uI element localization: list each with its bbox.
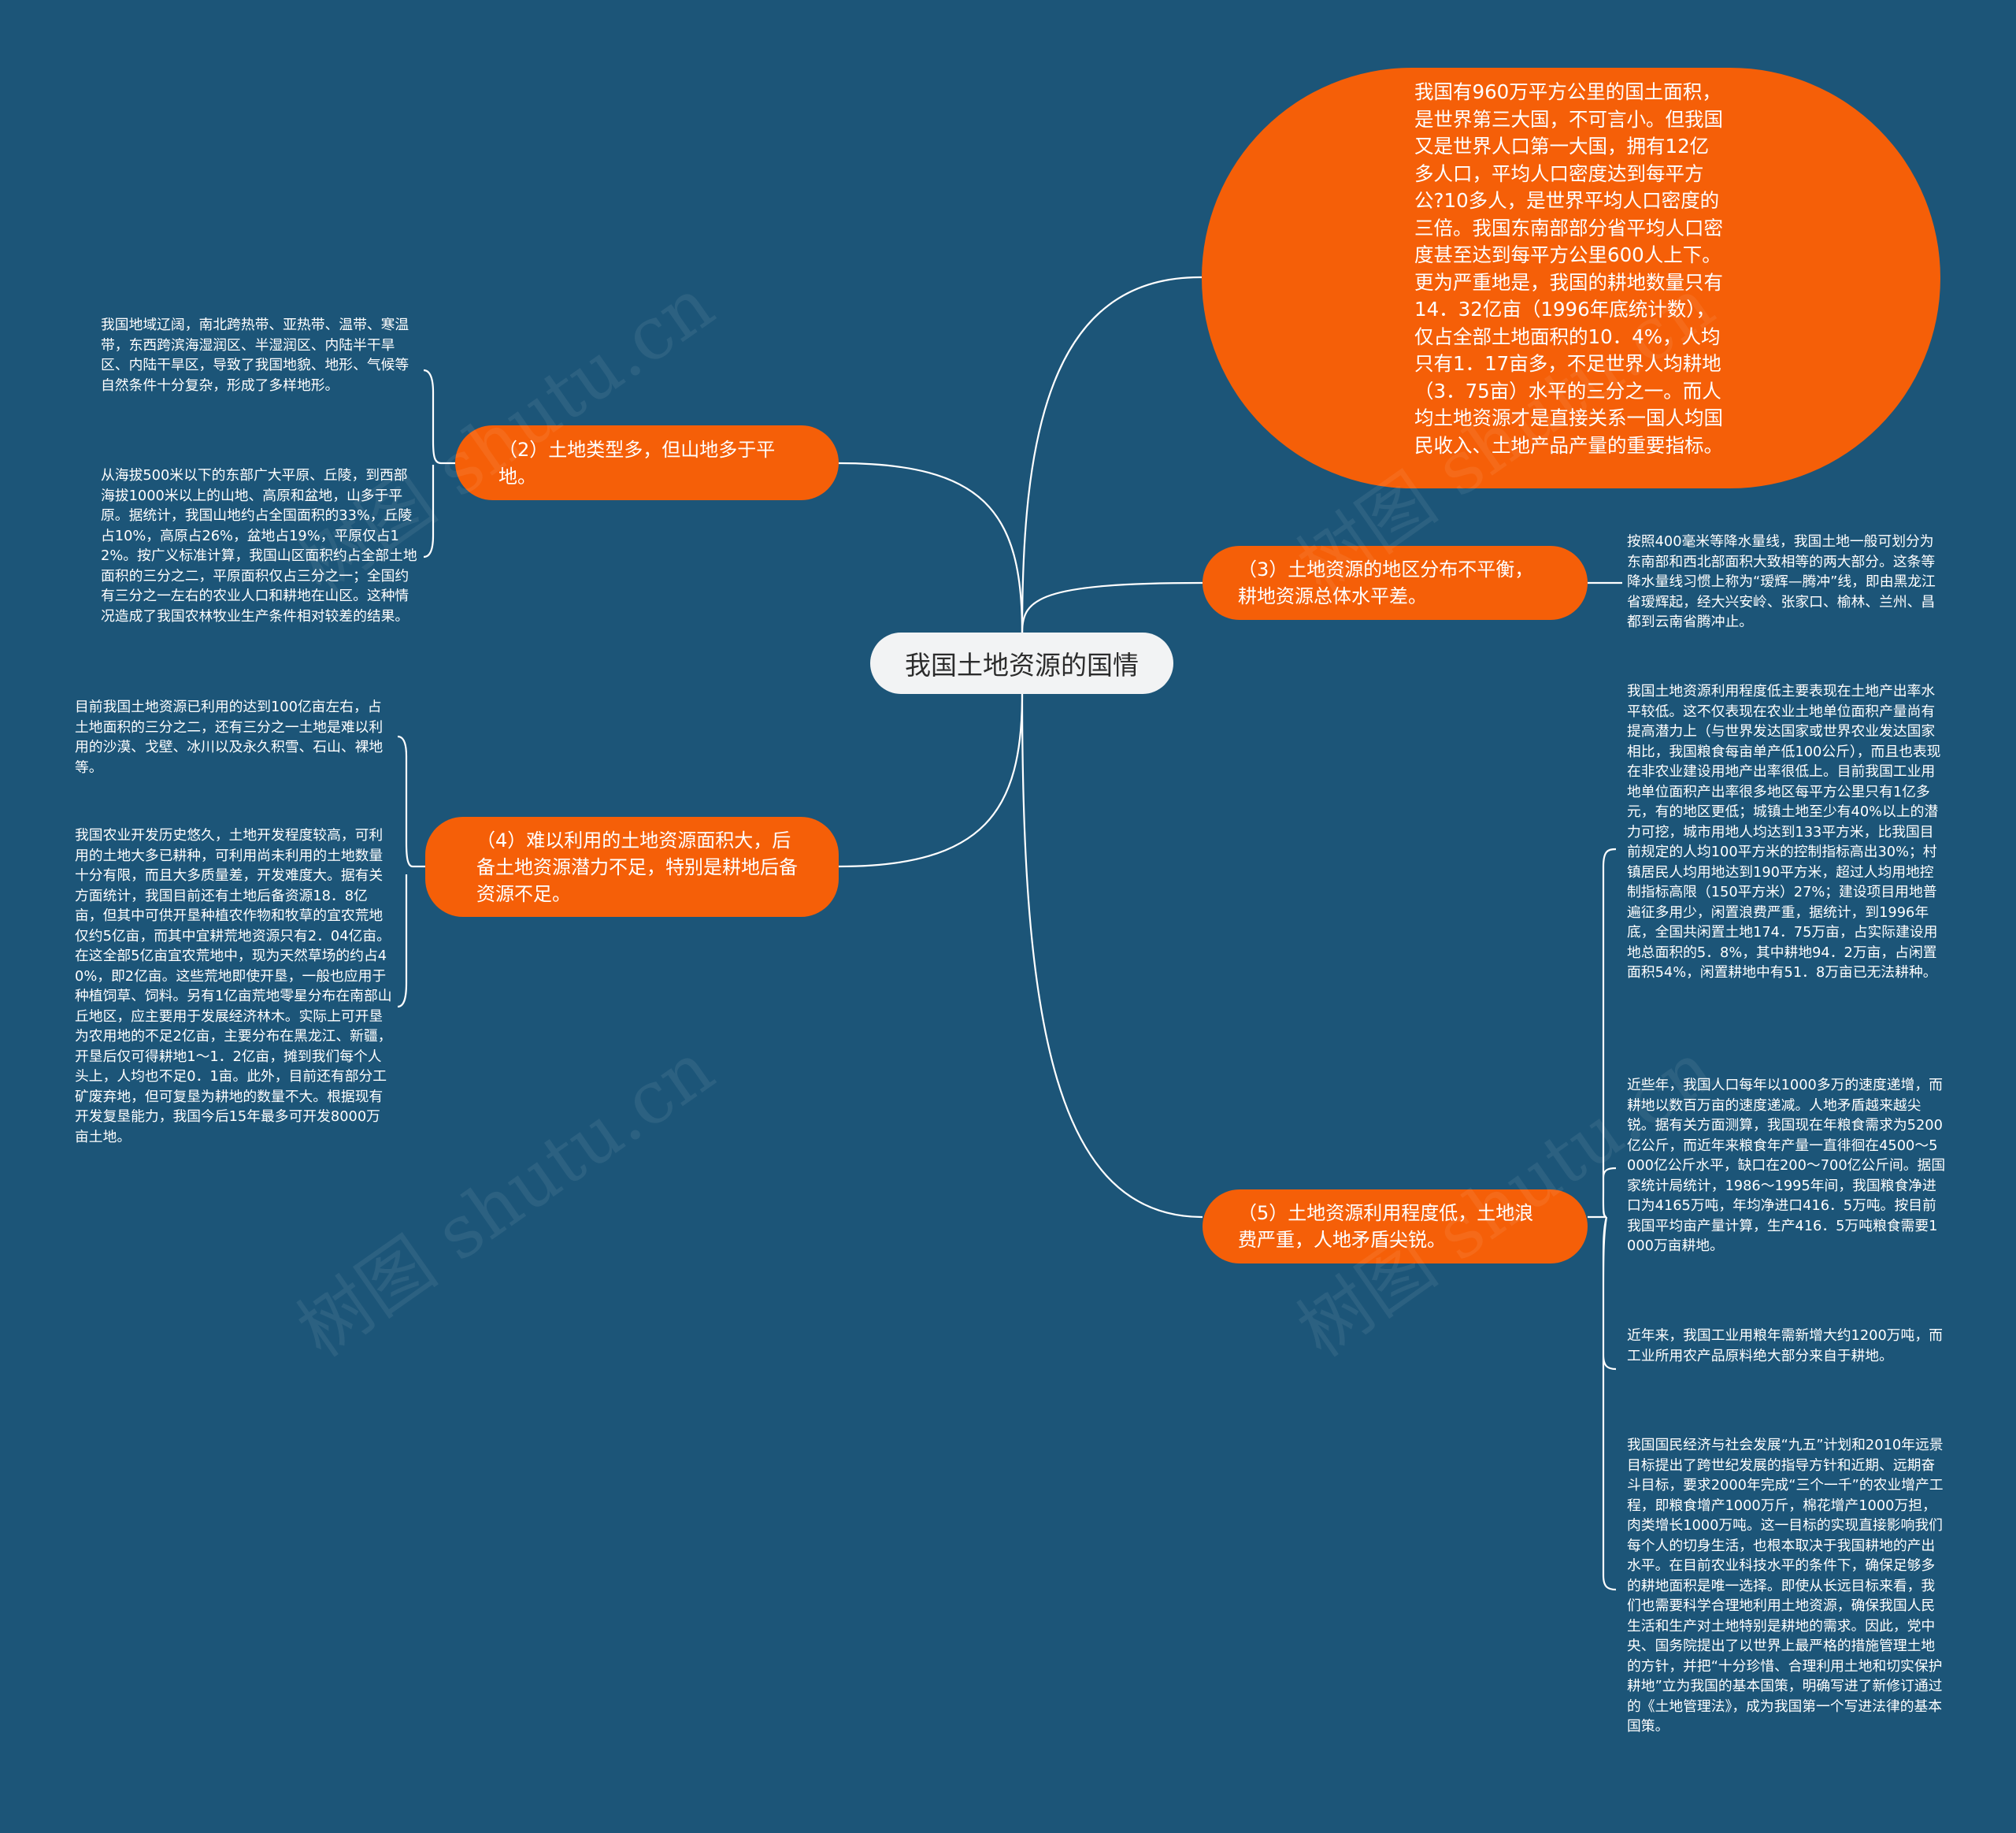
branch-node-reserve-resources[interactable]: （4）难以利用的土地资源面积大，后备土地资源潜力不足，特别是耕地后备资源不足。 [425,817,839,917]
leaf-text: 我国土地资源利用程度低主要表现在土地产出率水平较低。这不仅表现在农业土地单位面积… [1627,683,1941,981]
leaf-text: 从海拔500米以下的东部广大平原、丘陵，到西部海拔1000米以上的山地、高原和盆… [101,467,417,625]
leaf-text: 目前我国土地资源已利用的达到100亿亩左右，占土地面积的三分之二，还有三分之一土… [75,699,384,776]
link-root-b1 [1021,276,1203,633]
leaf-note-mountain-area: 从海拔500米以下的东部广大平原、丘陵，到西部海拔1000米以上的山地、高原和盆… [101,466,420,626]
leaf-text: 我国地域辽阔，南北跨热带、亚热带、温带、寒温带，东西跨滨海湿润区、半湿润区、内陆… [101,317,410,394]
link-root-b3 [1021,581,1203,633]
leaf-text: 我国农业开发历史悠久，土地开发程度较高，可利用的土地大多已耕种，可利用尚未利用的… [75,827,392,1145]
link-b5-leaves [1588,848,1617,1591]
branch-node-text: （5）土地资源利用程度低，土地浪费严重，人地矛盾尖锐。 [1238,1202,1534,1251]
leaf-note-climate-zones: 我国地域辽阔，南北跨热带、亚热带、温带、寒温带，东西跨滨海湿润区、半湿润区、内陆… [101,315,420,395]
leaf-text: 我国国民经济与社会发展“九五”计划和2010年远景目标提出了跨世纪发展的指导方针… [1627,1437,1944,1735]
root-label: 我国土地资源的国情 [905,650,1139,681]
root-node[interactable]: 我国土地资源的国情 [870,633,1173,694]
leaf-note-industrial-grain: 近年来，我国工业用粮年需新增大约1200万吨，而工业所用农产品原料绝大部分来自于… [1627,1326,1946,1366]
leaf-note-reserve-land: 我国农业开发历史悠久，土地开发程度较高，可利用的土地大多已耕种，可利用尚未利用的… [75,826,394,1147]
leaf-note-population-growth: 近些年，我国人口每年以1000多万的速度递增，而耕地以数百万亩的速度递减。人地矛… [1627,1075,1946,1256]
branch-node-text: （2）土地类型多，但山地多于平地。 [498,438,776,488]
leaf-text: 近年来，我国工业用粮年需新增大约1200万吨，而工业所用农产品原料绝大部分来自于… [1627,1327,1943,1364]
leaf-text: 近些年，我国人口每年以1000多万的速度递增，而耕地以数百万亩的速度递减。人地矛… [1627,1077,1946,1254]
branch-node-text: （4）难以利用的土地资源面积大，后备土地资源潜力不足，特别是耕地后备资源不足。 [476,829,798,905]
leaf-text: 按照400毫米等降水量线，我国土地一般可划分为东南部和西北部面积大致相等的两大部… [1627,533,1936,630]
leaf-note-national-policy: 我国国民经济与社会发展“九五”计划和2010年远景目标提出了跨世纪发展的指导方针… [1627,1435,1946,1737]
branch-node-distribution[interactable]: （3）土地资源的地区分布不平衡，耕地资源总体水平差。 [1203,546,1588,620]
leaf-note-low-output: 我国土地资源利用程度低主要表现在土地产出率水平较低。这不仅表现在农业土地单位面积… [1627,681,1946,983]
branch-node-utilization[interactable]: （5）土地资源利用程度低，土地浪费严重，人地矛盾尖锐。 [1203,1189,1588,1263]
branch-node-land-types[interactable]: （2）土地类型多，但山地多于平地。 [455,425,839,500]
branch-node-population-land[interactable]: 我国有960万平方公里的国土面积，是世界第三大国，不可言小。但我国又是世界人口第… [1202,68,1940,488]
branch-node-text: 我国有960万平方公里的国土面积，是世界第三大国，不可言小。但我国又是世界人口第… [1414,80,1723,457]
leaf-note-precipitation-line: 按照400毫米等降水量线，我国土地一般可划分为东南部和西北部面积大致相等的两大部… [1627,532,1946,633]
link-b4-leaves [397,735,425,1008]
link-root-b4 [838,693,1024,868]
link-root-b2 [838,462,1024,633]
leaf-note-unusable-land: 目前我国土地资源已利用的达到100亿亩左右，占土地面积的三分之二，还有三分之一土… [75,697,394,777]
link-root-b5 [1021,693,1203,1219]
branch-node-text: （3）土地资源的地区分布不平衡，耕地资源总体水平差。 [1238,558,1534,607]
link-b2-leaves [423,369,455,558]
